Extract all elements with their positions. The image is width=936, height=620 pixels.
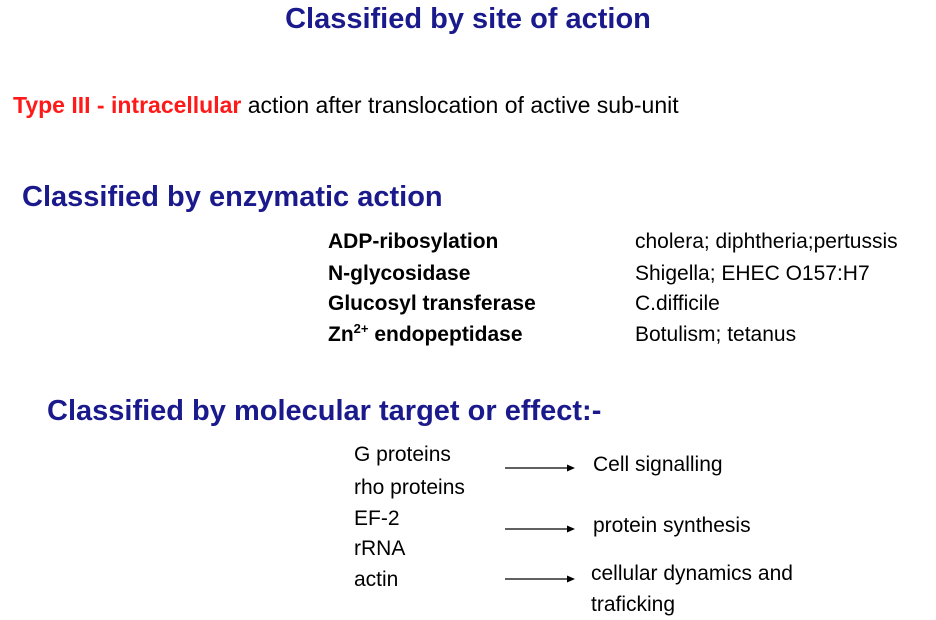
zn-charge: 2+ [353, 321, 369, 336]
heading-site-of-action: Classified by site of action [285, 3, 651, 35]
heading-molecular-target: Classified by molecular target or effect… [47, 395, 602, 427]
type-iii-line: Type III - intracellular action after tr… [13, 90, 679, 120]
type-iii-label: Type III - intracellular [13, 92, 242, 118]
enzyme-examples: C.difficile [635, 292, 720, 315]
arrow-right-icon [505, 575, 575, 583]
arrow-right-icon [505, 525, 575, 533]
enzyme-name: N-glycosidase [328, 262, 471, 285]
enzyme-examples: cholera; diphtheria;pertussis [635, 230, 898, 253]
arrow-right-icon [505, 464, 575, 472]
zn-symbol: Zn [328, 323, 354, 346]
enzyme-name: Glucosyl transferase [328, 292, 536, 315]
enzyme-name: ADP-ribosylation [328, 230, 499, 253]
effect-item: protein synthesis [593, 514, 751, 537]
zn-enzyme-suffix: endopeptidase [368, 323, 523, 346]
enzyme-name-zn: Zn2+ endopeptidase [328, 322, 523, 348]
heading-enzymatic-action: Classified by enzymatic action [22, 181, 443, 213]
enzyme-examples: Botulism; tetanus [635, 323, 797, 346]
target-item: actin [354, 568, 399, 591]
enzyme-examples: Shigella; EHEC O157:H7 [635, 262, 870, 285]
target-item: rho proteins [354, 476, 465, 499]
effect-item: cellular dynamics and traficking [591, 562, 793, 616]
target-item: G proteins [354, 443, 451, 466]
target-item: EF-2 [354, 507, 400, 530]
effect-item: Cell signalling [593, 453, 723, 476]
target-item: rRNA [354, 537, 406, 560]
type-iii-description: action after translocation of active sub… [241, 92, 679, 118]
